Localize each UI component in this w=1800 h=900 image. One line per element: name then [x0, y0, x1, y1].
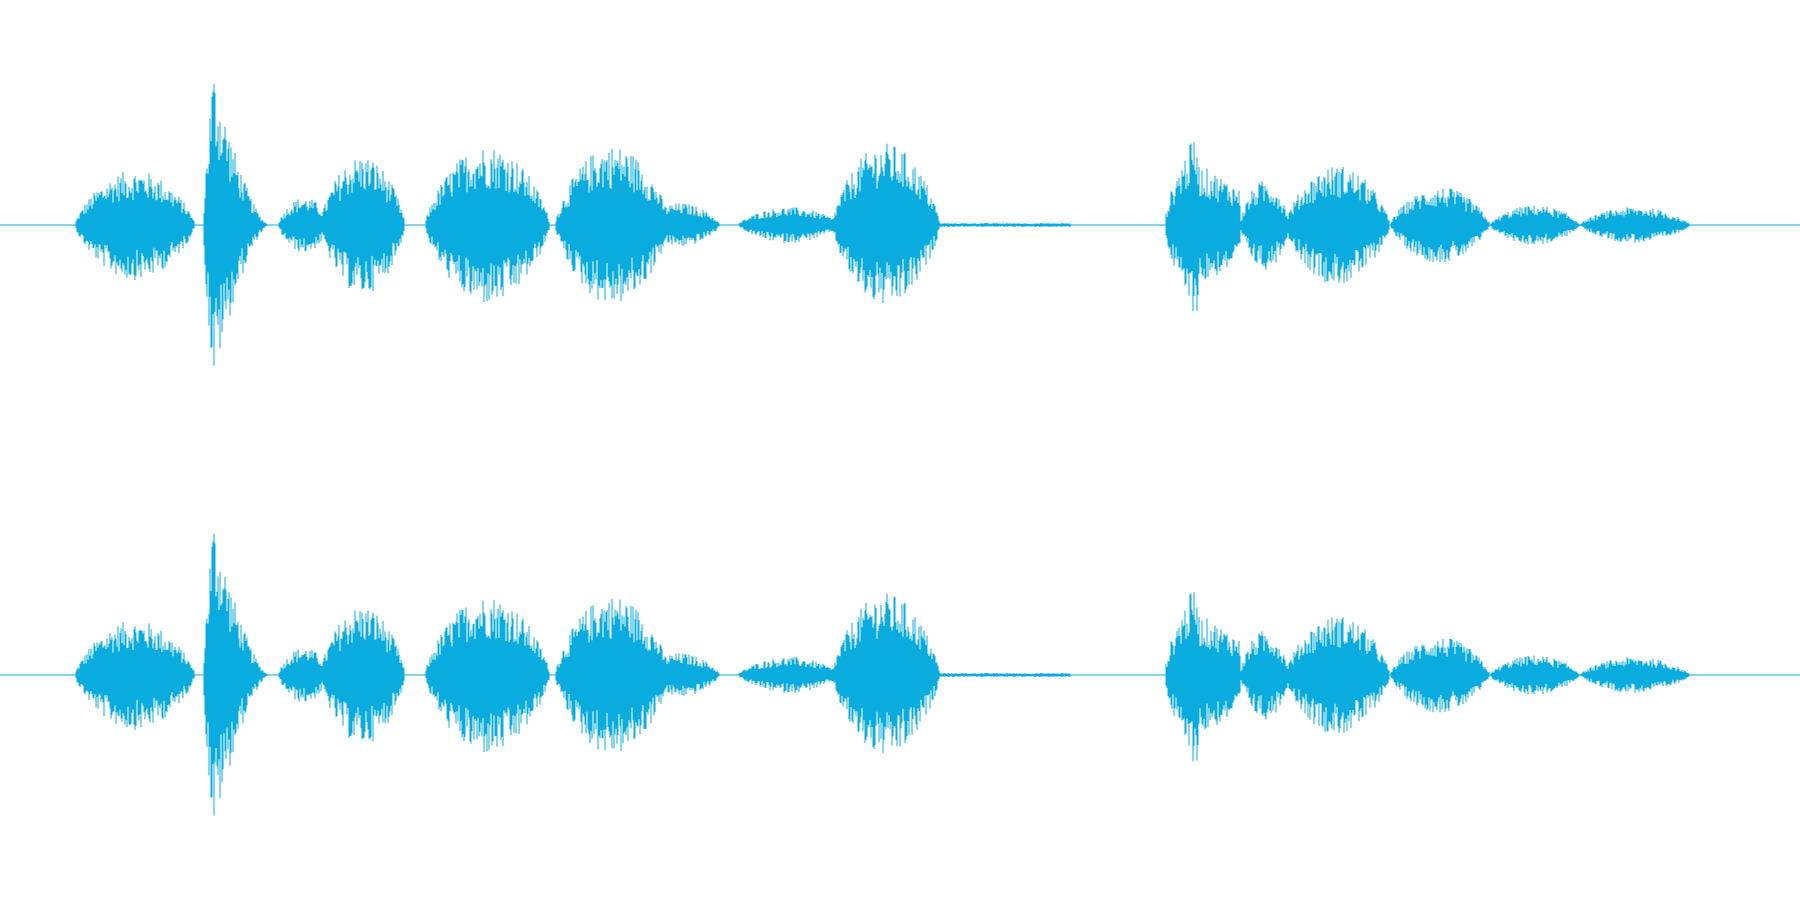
waveform-signal [75, 83, 1690, 366]
waveform-signal [75, 533, 1690, 816]
waveform-channel-2 [0, 533, 1800, 816]
waveform-channel-1 [0, 83, 1800, 366]
